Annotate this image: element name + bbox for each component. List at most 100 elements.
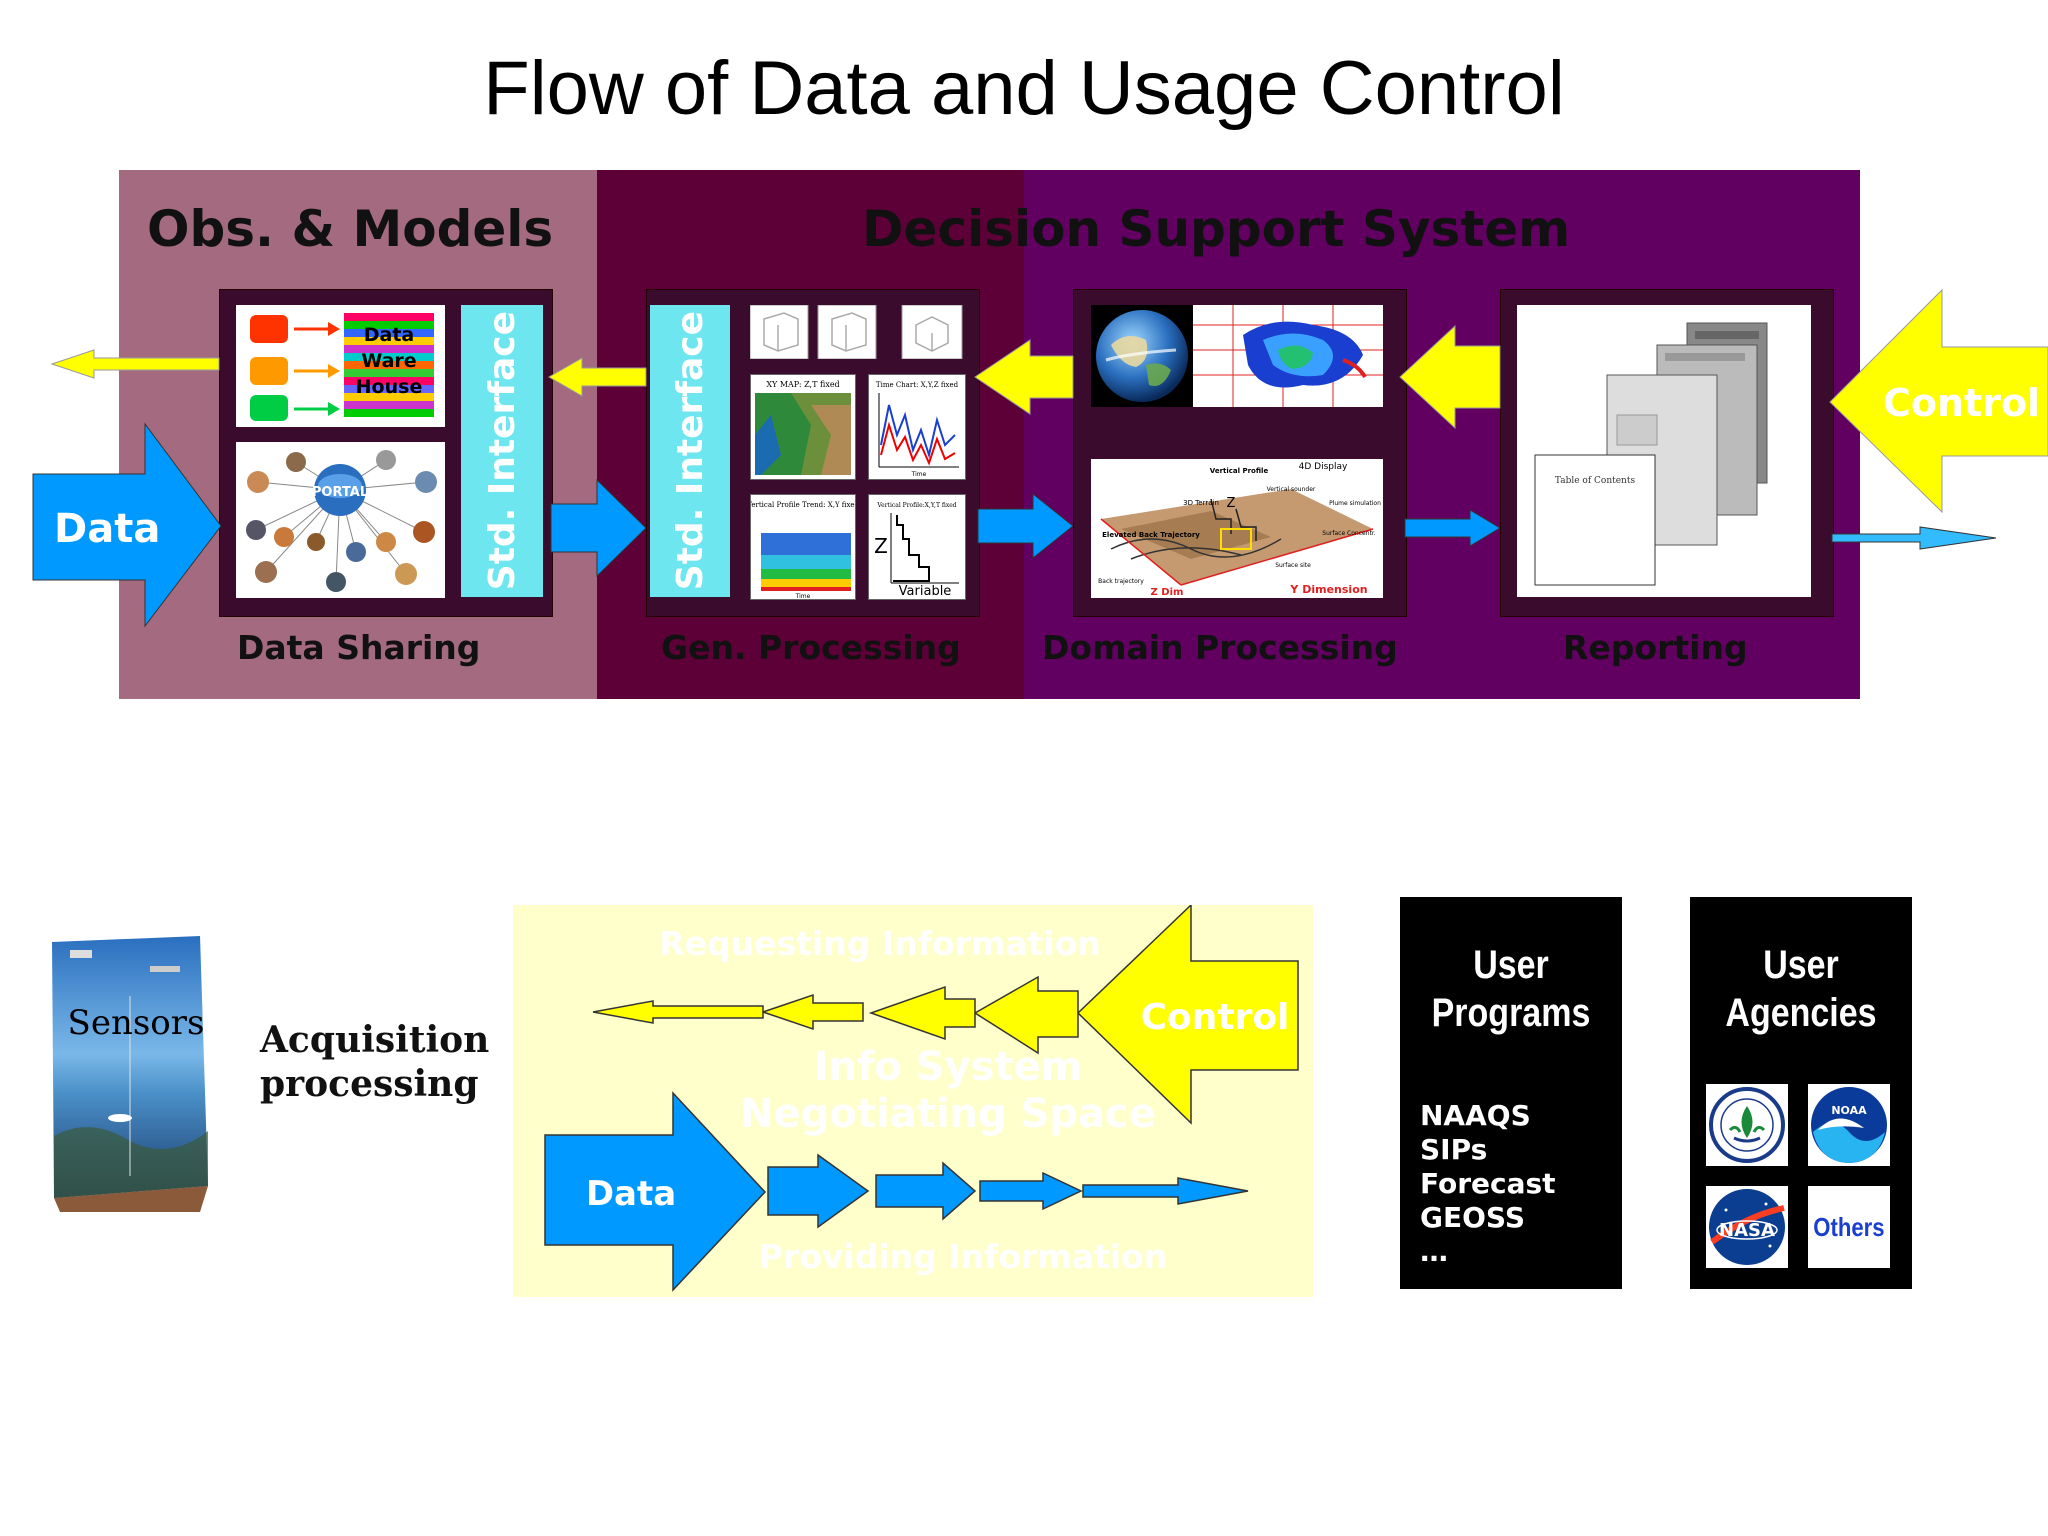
concentration-map xyxy=(1193,305,1383,407)
domain-z-letter: Z xyxy=(1227,496,1236,511)
page-title: Flow of Data and Usage Control xyxy=(483,46,1565,131)
vertical-profile-xyt-chart: Vertical Profile:X,Y,T fixed Z Variable xyxy=(868,494,966,600)
time-axis-label: Time xyxy=(911,471,927,478)
band-label-obs-models: Obs. & Models xyxy=(147,200,554,258)
program-item: Forecast xyxy=(1420,1167,1556,1200)
vertical-sounder-label: Vertical sounder xyxy=(1267,486,1316,493)
sensors-image: Sensors xyxy=(50,936,210,1212)
sensors-label: Sensors xyxy=(68,1003,205,1043)
neg-control-arrow-3 xyxy=(868,985,976,1041)
report-toc-label: Table of Contents xyxy=(1555,476,1636,486)
control-arrow-left-1 xyxy=(50,349,220,379)
vertical-profile-trend-label: Vertical Profile Trend: X,Y fixed xyxy=(751,501,855,509)
program-item: GEOSS xyxy=(1420,1201,1525,1234)
nasa-label: NASA xyxy=(1719,1220,1775,1241)
portal-panel: PORTAL xyxy=(236,442,445,598)
noaa-label: NOAA xyxy=(1831,1104,1867,1117)
user-programs-list: NAAQS SIPs Forecast GEOSS … xyxy=(1420,1099,1622,1269)
neg-data-arrow-main xyxy=(544,1091,767,1292)
user-programs-title-1: User xyxy=(1473,943,1549,987)
nasa-logo: NASA xyxy=(1706,1186,1788,1268)
neg-data-arrow-5 xyxy=(1082,1177,1249,1205)
terrain-3d-label: 3D Terrain xyxy=(1183,499,1219,507)
negotiating-space-label: Negotiating Space xyxy=(740,1091,1156,1137)
stage-label-reporting: Reporting xyxy=(1563,628,1748,667)
neg-data-arrow-4 xyxy=(979,1171,1083,1211)
user-agencies-title-1: User xyxy=(1763,943,1839,987)
band-label-dss: Decision Support System xyxy=(862,200,1571,258)
data-arrow-right-3 xyxy=(1404,509,1501,547)
epa-logo xyxy=(1706,1084,1788,1166)
others-logo: Others xyxy=(1808,1186,1890,1268)
user-agencies-title: User Agencies xyxy=(1707,941,1896,1037)
z-dim-label: Z Dim xyxy=(1151,587,1184,598)
program-item: … xyxy=(1420,1235,1448,1268)
user-programs-box: User Programs NAAQS SIPs Forecast GEOSS … xyxy=(1400,897,1622,1289)
variable-axis-label: Variable xyxy=(899,584,952,599)
4d-display-panel: 4D Display Vertical Profile Vertical sou… xyxy=(1091,459,1383,598)
neg-data-arrow-3 xyxy=(875,1161,977,1221)
time-axis-label-2: Time xyxy=(795,593,811,599)
control-arrow-main xyxy=(1829,288,2048,514)
neg-control-arrow-main xyxy=(1076,905,1299,1125)
neg-control-arrow-4 xyxy=(760,993,864,1031)
stage-label-data-sharing: Data Sharing xyxy=(237,628,481,667)
portal-label: PORTAL xyxy=(312,485,368,500)
cube-icons xyxy=(749,304,964,360)
negotiating-space-arrows: Requesting Information Info System Negot… xyxy=(544,905,1299,1292)
acquisition-line-2: processing xyxy=(260,1063,479,1105)
data-arrow-right-1 xyxy=(550,478,647,578)
display-4d-label: 4D Display xyxy=(1299,462,1348,472)
surface-conc-label: Surface Concentr. xyxy=(1322,530,1375,537)
data-warehouse-graphic: Data Ware House xyxy=(250,313,434,421)
providing-info-label: Providing Information xyxy=(759,1237,1167,1276)
portal-network-graphic: PORTAL xyxy=(246,450,437,592)
acquisition-label: Acquisition processing xyxy=(260,1018,489,1106)
data-arrow-label: Data xyxy=(54,506,160,552)
report-pages-panel: Table of Contents xyxy=(1517,305,1811,597)
vertical-profile-label: Vertical Profile xyxy=(1210,467,1269,475)
neg-control-label: Control xyxy=(1141,997,1290,1038)
control-arrow-left-3 xyxy=(974,339,1074,415)
warehouse-label-3: House xyxy=(356,376,423,398)
neg-control-arrow-2 xyxy=(973,975,1079,1055)
warehouse-label-1: Data xyxy=(364,324,415,346)
time-chart: Time Chart: X,Y,Z fixed Time xyxy=(868,374,966,480)
time-chart-label: Time Chart: X,Y,Z fixed xyxy=(876,381,959,389)
others-label: Others xyxy=(1813,1211,1885,1242)
vertical-profile-xyt-label: Vertical Profile:X,Y,T fixed xyxy=(876,502,956,509)
requesting-info-label: Requesting Information xyxy=(659,924,1101,963)
stage-label-gen-processing: Gen. Processing xyxy=(661,628,961,667)
globe-image xyxy=(1091,305,1193,407)
data-arrow-main xyxy=(32,422,222,628)
neg-data-label: Data xyxy=(586,1174,676,1214)
data-warehouse-panel: Data Ware House xyxy=(236,305,445,427)
xy-map-chart: XY MAP: Z,T fixed xyxy=(750,374,856,480)
plume-simulation-label: Plume simulation xyxy=(1329,500,1381,507)
control-arrow-label: Control xyxy=(1883,381,2040,425)
surface-site-label: Surface site xyxy=(1275,562,1311,569)
user-programs-title-2: Programs xyxy=(1431,991,1591,1035)
std-interface-gen-processing: Std. Interface xyxy=(650,305,730,597)
elevated-back-trajectory-label: Elevated Back Trajectory xyxy=(1102,531,1200,539)
y-dimension-label: Y Dimension xyxy=(1289,583,1367,596)
stage-label-domain-processing: Domain Processing xyxy=(1042,628,1398,667)
info-system-label: Info System xyxy=(814,1044,1083,1090)
program-item: SIPs xyxy=(1420,1133,1488,1166)
control-arrow-left-4 xyxy=(1399,324,1501,430)
xy-map-label: XY MAP: Z,T fixed xyxy=(766,380,839,389)
program-item: NAAQS xyxy=(1420,1099,1531,1132)
control-arrow-left-2 xyxy=(547,357,647,397)
back-trajectory-label: Back trajectory xyxy=(1098,578,1144,585)
user-agencies-title-2: Agencies xyxy=(1725,991,1877,1035)
upper-flow-arrows: Data Control xyxy=(32,288,2048,628)
neg-data-arrow-2 xyxy=(767,1153,870,1229)
std-interface-data-sharing: Std. Interface xyxy=(461,305,543,597)
neg-control-arrow-5 xyxy=(592,1000,764,1024)
acquisition-line-1: Acquisition xyxy=(260,1019,490,1061)
user-programs-title: User Programs xyxy=(1417,941,1606,1037)
z-axis-letter: Z xyxy=(874,534,888,558)
data-arrow-right-2 xyxy=(977,492,1074,560)
vertical-profile-trend-chart: Vertical Profile Trend: X,Y fixed Time xyxy=(746,494,860,600)
warehouse-label-2: Ware xyxy=(361,350,416,372)
